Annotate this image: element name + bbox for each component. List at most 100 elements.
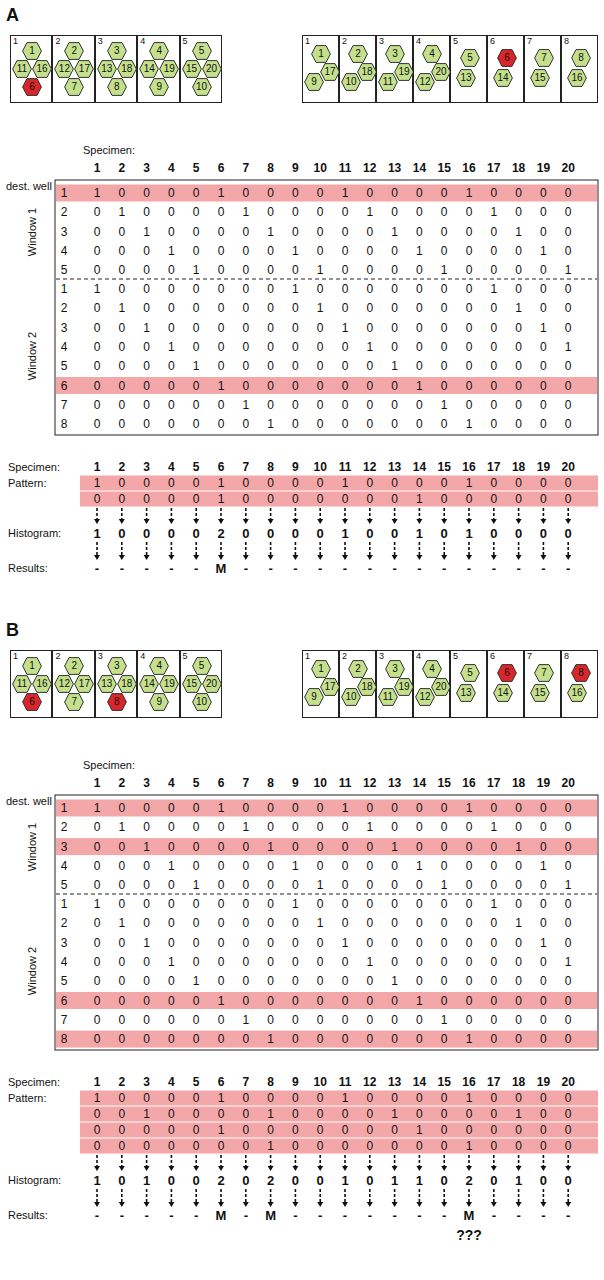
- table-cell: 0: [391, 1014, 398, 1026]
- column-number: 8: [267, 461, 274, 473]
- table-cell: 0: [441, 917, 448, 929]
- result-value: -: [417, 562, 421, 575]
- table-cell: 0: [441, 418, 448, 430]
- column-number: 3: [143, 1076, 150, 1088]
- table-cell: 0: [466, 206, 473, 218]
- table-cell: 1: [193, 264, 200, 276]
- hexagon-outline: [160, 676, 179, 693]
- row-number: 3: [61, 322, 68, 334]
- table-cell: 0: [565, 360, 572, 372]
- pattern-cell: 1: [466, 1140, 473, 1152]
- pattern-cell: 0: [292, 1108, 299, 1120]
- dashed-arrow: [245, 542, 247, 556]
- window-box: 331119: [376, 35, 413, 103]
- specimen-number: 11: [12, 60, 32, 78]
- table-cell: 0: [565, 245, 572, 257]
- table-cell: 1: [143, 841, 150, 853]
- table-cell: 0: [118, 226, 125, 238]
- pattern-cell: 0: [242, 477, 249, 489]
- table-cell: 0: [441, 802, 448, 814]
- hexagon-outline: [416, 74, 435, 91]
- specimen-hexagon: 16: [567, 69, 587, 87]
- arrow-head: [466, 1202, 472, 1207]
- result-value: -: [343, 1209, 347, 1222]
- table-cell: 0: [317, 898, 324, 910]
- table-cell: 0: [342, 879, 349, 891]
- pattern-cell: 0: [416, 1140, 423, 1152]
- column-number: 17: [487, 777, 500, 789]
- result-value: -: [318, 562, 322, 575]
- dashed-arrow: [121, 1189, 123, 1203]
- arrow-head: [491, 1202, 497, 1207]
- specimen-hexagon: 9: [304, 688, 324, 706]
- specimen-number: 19: [394, 63, 414, 81]
- result-value: -: [194, 562, 198, 575]
- specimen-hexagon: 20: [202, 675, 222, 693]
- table-cell: 0: [540, 956, 547, 968]
- table-cell: 0: [267, 322, 274, 334]
- column-number: 18: [512, 162, 525, 174]
- table-cell: 0: [218, 898, 225, 910]
- arrow-head: [218, 1202, 224, 1207]
- specimen-number: 6: [497, 49, 517, 67]
- well-number: 1: [13, 652, 18, 661]
- window-box: 55152010: [180, 650, 222, 718]
- result-value: -: [566, 1209, 570, 1222]
- specimen-number: 12: [415, 688, 435, 706]
- pattern-cell: 0: [366, 1092, 373, 1104]
- table-cell: 0: [143, 802, 150, 814]
- table-cell: 0: [317, 360, 324, 372]
- table-cell: 0: [118, 283, 125, 295]
- table-cell: 0: [94, 1033, 101, 1045]
- hexagon-outline: [13, 61, 32, 78]
- table-cell: 1: [441, 879, 448, 891]
- dashed-arrow: [319, 542, 321, 556]
- table-cell: 0: [466, 1014, 473, 1026]
- table-cell: 0: [441, 283, 448, 295]
- table-cell: 0: [490, 860, 497, 872]
- axis-label: dest. well: [6, 181, 52, 192]
- histogram-value: 0: [242, 1174, 249, 1187]
- table-cell: 0: [466, 917, 473, 929]
- pattern-cell: 0: [118, 1140, 125, 1152]
- arrow-head: [540, 1202, 546, 1207]
- column-number: 4: [168, 777, 175, 789]
- column-number: 8: [267, 1076, 274, 1088]
- table-cell: 0: [193, 898, 200, 910]
- specimen-hexagon: 13: [97, 675, 117, 693]
- table-cell: 0: [267, 802, 274, 814]
- specimen-number: 3: [107, 657, 127, 675]
- table-cell: 1: [193, 879, 200, 891]
- hexagon-outline: [358, 64, 377, 81]
- table-cell: 0: [515, 341, 522, 353]
- table-cell: 0: [242, 802, 249, 814]
- pattern-cell: 0: [317, 1108, 324, 1120]
- table-cell: 0: [292, 264, 299, 276]
- dashed-arrow: [146, 1189, 148, 1203]
- pattern-cell: 0: [342, 1108, 349, 1120]
- table-cell: 0: [118, 937, 125, 949]
- result-value: -: [467, 562, 471, 575]
- table-cell: 0: [143, 860, 150, 872]
- table-cell: 1: [242, 206, 249, 218]
- table-cell: 0: [366, 322, 373, 334]
- table-cell: 0: [441, 956, 448, 968]
- dashed-arrow: [518, 1155, 520, 1167]
- table-cell: 0: [391, 821, 398, 833]
- table-cell: 0: [168, 937, 175, 949]
- table-cell: 0: [490, 245, 497, 257]
- column-number: 5: [193, 1076, 200, 1088]
- dashed-arrow: [245, 508, 247, 520]
- row-number: 2: [61, 821, 68, 833]
- pattern-cell: 0: [193, 493, 200, 505]
- table-cell: 0: [366, 937, 373, 949]
- well-number: 5: [453, 652, 458, 661]
- hexagon-outline: [182, 61, 201, 78]
- pattern-cell: 0: [515, 477, 522, 489]
- table-cell: 0: [193, 917, 200, 929]
- specimen-number: 9: [149, 78, 169, 96]
- window-box: 6614: [487, 650, 524, 718]
- specimen-number: 19: [159, 60, 179, 78]
- table-cell: 0: [218, 264, 225, 276]
- table-cell: 1: [193, 360, 200, 372]
